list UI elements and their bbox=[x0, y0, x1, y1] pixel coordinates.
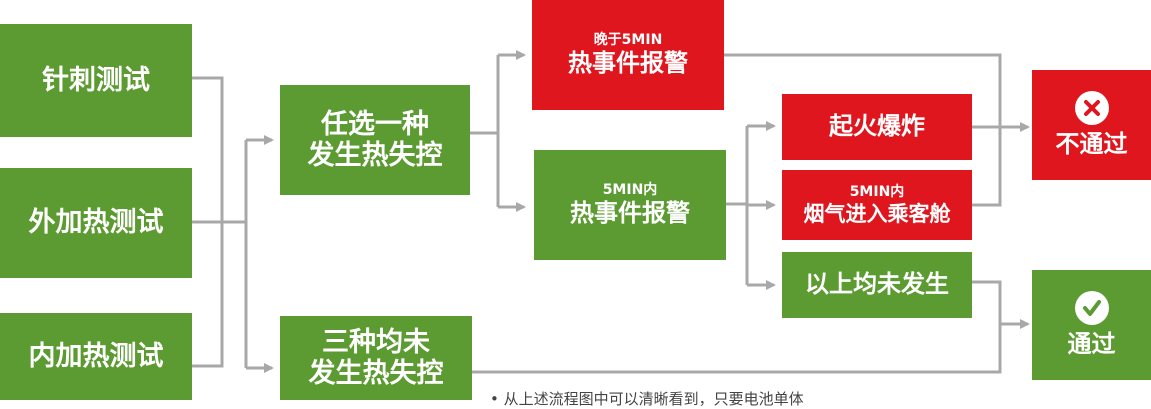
late-alarm-box: 晚于5MIN 热事件报警 bbox=[532, 0, 724, 110]
smoke-time: 5MIN内 bbox=[849, 183, 905, 200]
needle-test-label: 针刺测试 bbox=[42, 64, 150, 96]
none-occurred-box: 以上均未发生 bbox=[782, 252, 972, 318]
pass-box: 通过 bbox=[1032, 270, 1151, 380]
none-to-pass bbox=[972, 280, 1002, 324]
internal-heating-test-box: 内加热测试 bbox=[0, 313, 192, 400]
external-heating-test-box: 外加热测试 bbox=[0, 168, 192, 278]
late-alarm-label: 热事件报警 bbox=[568, 49, 688, 78]
flow-connectors bbox=[192, 0, 1030, 374]
any-runaway-line1: 任选一种 bbox=[321, 108, 429, 140]
no-runaway-line2: 发生热失控 bbox=[308, 358, 444, 389]
no-runaway-to-pass bbox=[472, 324, 1002, 374]
any-runaway-box: 任选一种 发生热失控 bbox=[280, 85, 470, 195]
fire-explosion-box: 起火爆炸 bbox=[782, 94, 972, 160]
check-icon bbox=[1074, 291, 1109, 326]
pass-label: 通过 bbox=[1067, 330, 1116, 359]
smoke-to-fail bbox=[972, 127, 1002, 207]
early-alarm-label: 热事件报警 bbox=[570, 199, 690, 228]
needle-test-box: 针刺测试 bbox=[0, 24, 192, 137]
late-alarm-time: 晚于5MIN bbox=[593, 32, 663, 49]
fire-explosion-label: 起火爆炸 bbox=[829, 112, 925, 141]
footnote: • 从上述流程图中可以清晰看到，只要电池单体 bbox=[490, 390, 804, 408]
early-alarm-box: 5MIN内 热事件报警 bbox=[534, 150, 726, 260]
no-runaway-line1: 三种均未 bbox=[322, 326, 430, 358]
fail-box: 不通过 bbox=[1032, 70, 1151, 180]
smoke-box: 5MIN内 烟气进入乘客舱 bbox=[782, 170, 972, 240]
cross-icon bbox=[1074, 91, 1109, 126]
any-runaway-line2: 发生热失控 bbox=[307, 140, 443, 171]
late-alarm-to-fail bbox=[724, 53, 1002, 127]
external-heating-test-label: 外加热测试 bbox=[28, 207, 164, 239]
arrow-to-any-runaway bbox=[244, 140, 272, 368]
fail-label: 不通过 bbox=[1055, 130, 1128, 159]
smoke-label: 烟气进入乘客舱 bbox=[803, 201, 951, 226]
none-occurred-label: 以上均未发生 bbox=[805, 270, 949, 299]
arrow-to-late-alarm bbox=[496, 55, 524, 207]
no-runaway-box: 三种均未 发生热失控 bbox=[280, 316, 472, 400]
internal-heating-test-label: 内加热测试 bbox=[28, 340, 164, 372]
early-alarm-time: 5MIN内 bbox=[602, 182, 658, 199]
